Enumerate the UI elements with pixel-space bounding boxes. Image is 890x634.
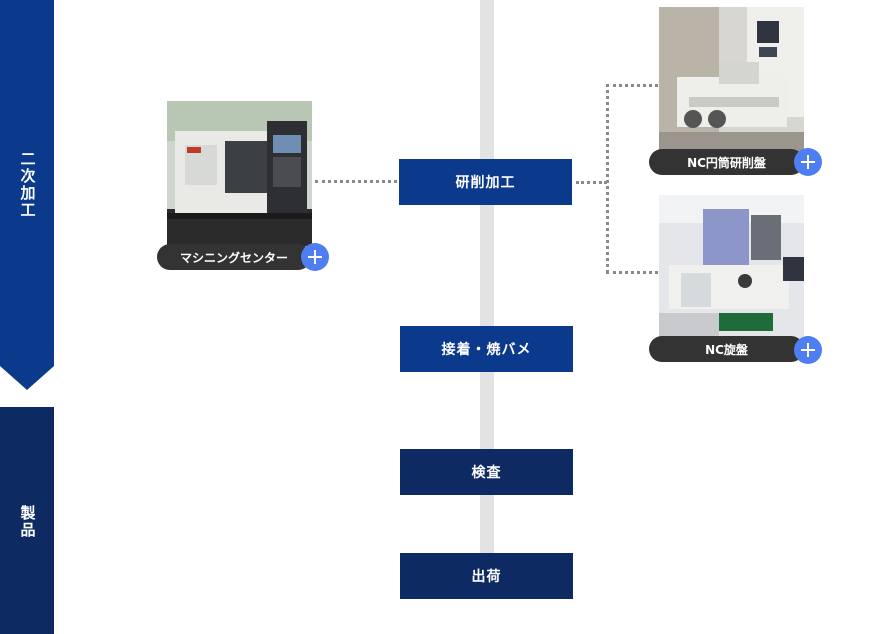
connector-cylindrical-grinder bbox=[606, 84, 658, 87]
connector-machining-center bbox=[315, 180, 397, 183]
machine-card-nc-cylindrical-grinder: NC円筒研削盤 bbox=[649, 7, 822, 177]
nc-lathe-photo bbox=[659, 195, 804, 340]
machine-caption-pill: NC円筒研削盤 bbox=[649, 149, 804, 175]
connector-branch-vertical bbox=[606, 84, 609, 273]
machine-caption-pill: NC旋盤 bbox=[649, 336, 804, 362]
stage-label-secondary: 二次加工 bbox=[18, 151, 37, 219]
machine-card-nc-lathe: NC旋盤 bbox=[649, 195, 822, 365]
stage-bar-fill bbox=[0, 0, 54, 366]
stage-product: 製品 bbox=[0, 407, 54, 634]
process-bonding: 接着・焼バメ bbox=[400, 326, 573, 372]
nc-cylindrical-grinder-photo bbox=[659, 7, 804, 152]
stage-secondary-processing: 二次加工 bbox=[0, 0, 54, 390]
machine-caption-pill: マシニングセンター bbox=[157, 244, 311, 270]
down-arrow-icon bbox=[0, 366, 54, 390]
plus-icon[interactable] bbox=[794, 336, 822, 364]
plus-icon[interactable] bbox=[301, 243, 329, 271]
plus-icon[interactable] bbox=[794, 148, 822, 176]
connector-grinding-branch bbox=[576, 181, 607, 184]
connector-nc-lathe bbox=[606, 271, 658, 274]
process-shipping: 出荷 bbox=[400, 553, 573, 599]
process-inspection: 検査 bbox=[400, 449, 573, 495]
machining-center-photo bbox=[167, 101, 312, 246]
process-flow-spine bbox=[480, 0, 494, 555]
machine-card-machining-center: マシニングセンター bbox=[157, 101, 329, 271]
stage-label-product: 製品 bbox=[18, 505, 37, 539]
process-grinding: 研削加工 bbox=[399, 159, 572, 205]
